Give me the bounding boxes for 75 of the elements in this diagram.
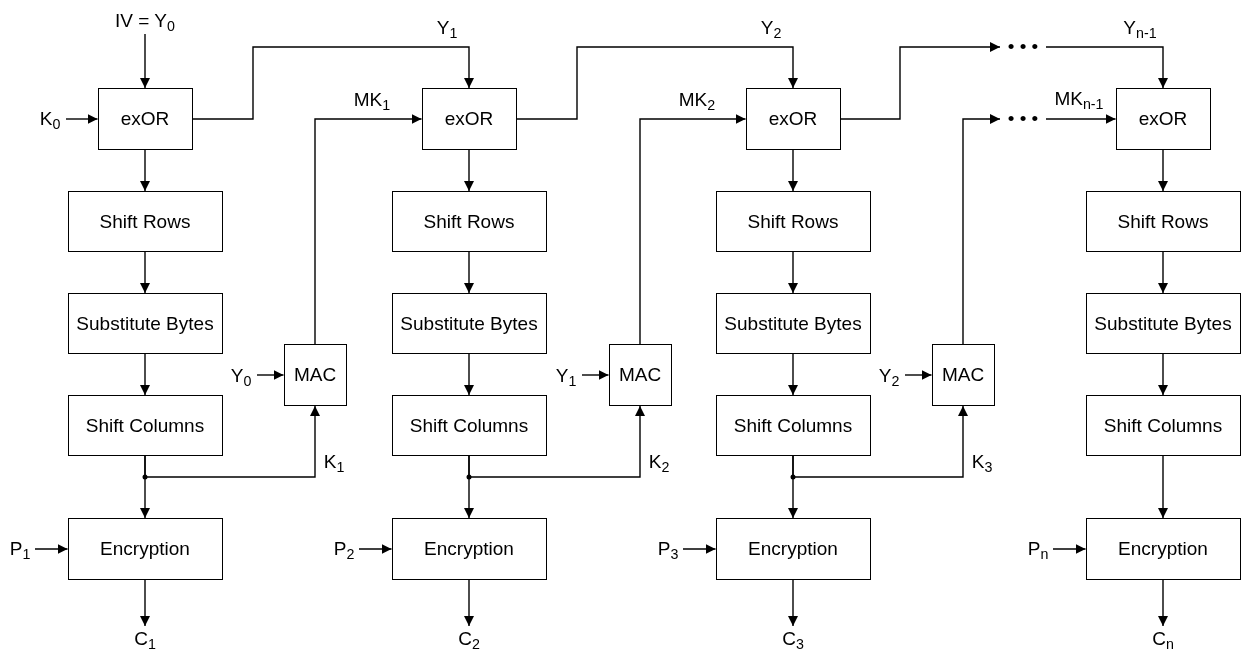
process-box: Shift Columns <box>715 395 871 456</box>
arrow <box>140 251 150 294</box>
arrow <box>256 370 285 380</box>
process-box: exOR <box>97 88 193 150</box>
arrow <box>144 405 320 478</box>
input-label: Y$_{1}$ <box>550 363 582 389</box>
arrow <box>639 114 747 345</box>
process-box: Shift Rows <box>67 191 223 252</box>
input-label: P$_{2}$ <box>329 536 359 562</box>
process-box: exOR <box>1115 88 1211 150</box>
arrow <box>1052 544 1087 554</box>
arrow <box>314 114 423 345</box>
arrow <box>839 42 1001 120</box>
input-label: Y$_{0}$ <box>225 363 257 389</box>
output-label: C$_{2}$ <box>453 626 485 652</box>
process-box: Shift Rows <box>1085 191 1241 252</box>
output-label: C$_{3}$ <box>777 626 809 652</box>
arrow <box>788 353 798 396</box>
process-box: Shift Columns <box>1085 395 1241 456</box>
arrow <box>682 544 717 554</box>
arrow <box>788 579 798 627</box>
process-box: MAC <box>931 344 995 406</box>
process-box: Encryption <box>1085 518 1241 580</box>
arrow <box>1158 149 1168 192</box>
input-label: Y$_{2}$ <box>873 363 905 389</box>
input-label: IV = Y$_{0}$ <box>100 8 190 34</box>
arrow <box>34 544 69 554</box>
arrow <box>140 149 150 192</box>
process-box: Shift Columns <box>391 395 547 456</box>
arrow <box>140 33 150 89</box>
arrow <box>788 149 798 192</box>
process-box: Shift Rows <box>391 191 547 252</box>
input-label: K$_{0}$ <box>34 106 66 132</box>
arrow <box>1045 46 1168 89</box>
output-label: C$_{n}$ <box>1147 626 1179 652</box>
process-box: Shift Rows <box>715 191 871 252</box>
process-box: Encryption <box>715 518 871 580</box>
arrow <box>788 251 798 294</box>
process-box: Substitute Bytes <box>1085 293 1241 354</box>
input-label: P$_{n}$ <box>1023 536 1053 562</box>
arrow <box>1158 579 1168 627</box>
arrow <box>1158 251 1168 294</box>
output-label: C$_{1}$ <box>129 626 161 652</box>
arrow <box>1158 353 1168 396</box>
arrow <box>904 370 933 380</box>
process-box: MAC <box>283 344 347 406</box>
arrow <box>191 46 474 120</box>
arrow <box>140 353 150 396</box>
process-box: exOR <box>745 88 841 150</box>
process-box: exOR <box>421 88 517 150</box>
arrow <box>1045 114 1117 124</box>
arrow <box>464 251 474 294</box>
input-label: P$_{1}$ <box>5 536 35 562</box>
process-box: Substitute Bytes <box>67 293 223 354</box>
process-box: Encryption <box>67 518 223 580</box>
process-box: Substitute Bytes <box>715 293 871 354</box>
process-box: Shift Columns <box>67 395 223 456</box>
arrow <box>464 353 474 396</box>
arrow <box>65 114 99 124</box>
ellipsis: • • • <box>1000 107 1046 131</box>
ellipsis: • • • <box>1000 35 1046 59</box>
arrow <box>358 544 393 554</box>
arrow <box>962 114 1001 345</box>
process-box: Substitute Bytes <box>391 293 547 354</box>
arrow <box>1158 455 1168 519</box>
arrow <box>515 46 798 120</box>
arrow <box>792 405 968 478</box>
arrow <box>464 579 474 627</box>
arrow <box>468 405 645 478</box>
arrow <box>464 149 474 192</box>
arrow <box>581 370 610 380</box>
process-box: MAC <box>608 344 672 406</box>
arrow <box>140 579 150 627</box>
process-box: Encryption <box>391 518 547 580</box>
input-label: P$_{3}$ <box>653 536 683 562</box>
